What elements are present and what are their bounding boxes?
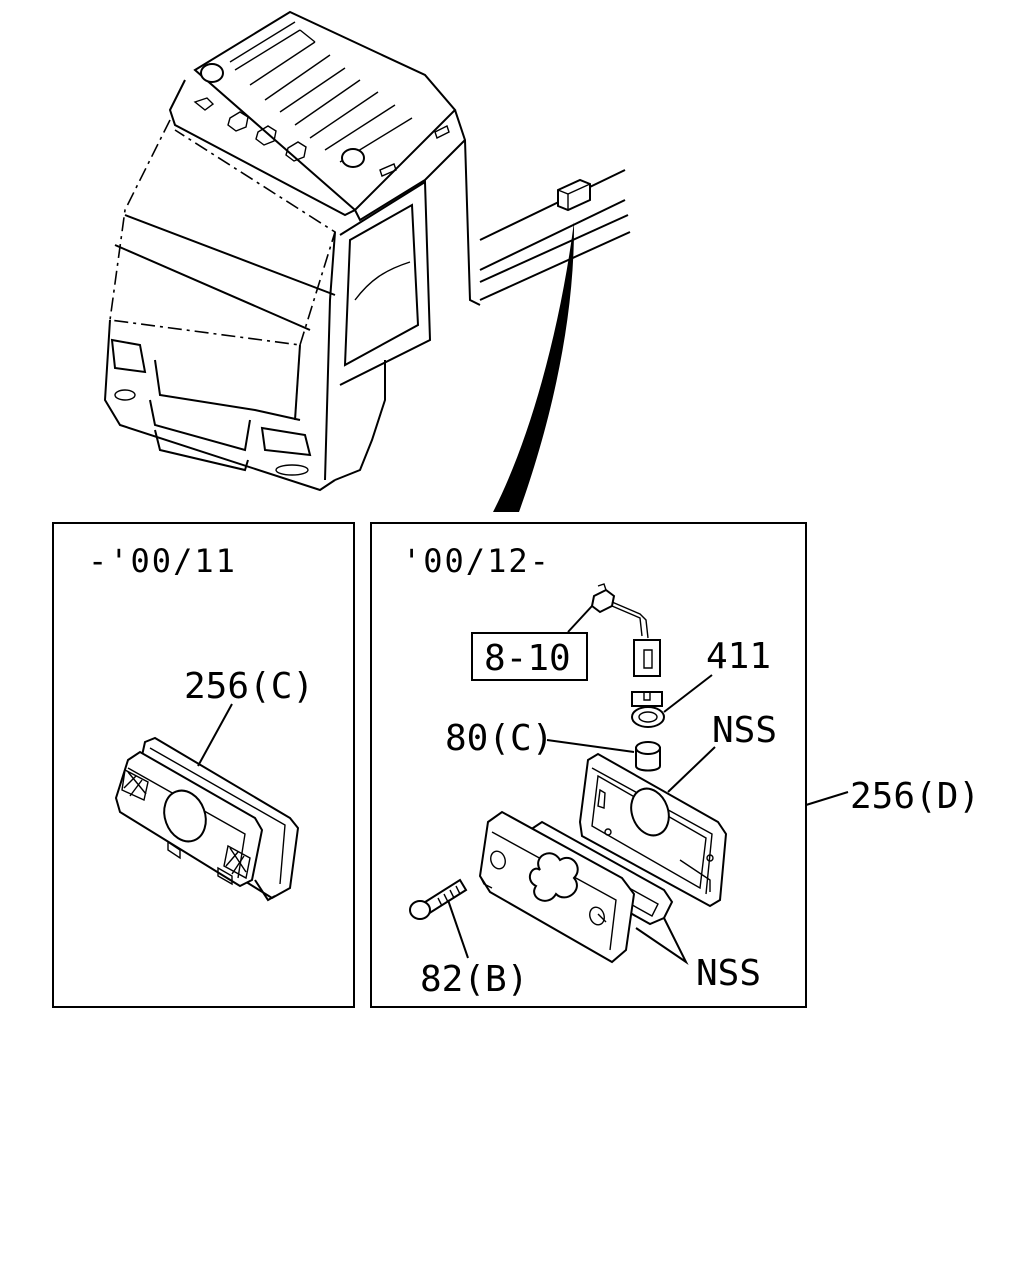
callout-411: 411	[706, 636, 771, 677]
callout-256d: 256(D)	[850, 776, 980, 817]
leader-256d	[805, 791, 849, 806]
callout-82b: 82(B)	[420, 959, 528, 1000]
panel-left-frame	[52, 522, 355, 1008]
truck-cab-illustration	[103, 10, 631, 512]
ref-box-frame	[471, 632, 588, 681]
side-lamp-old-illustration	[114, 736, 300, 902]
base-plate-illustration	[578, 752, 728, 908]
callout-nss-upper: NSS	[712, 710, 777, 751]
socket-80c-illustration	[635, 741, 661, 772]
leader-80c	[546, 739, 635, 753]
callout-nss-lower: NSS	[696, 953, 761, 994]
leader-nss-upper	[667, 746, 716, 793]
wiring-harness-illustration	[590, 583, 661, 677]
callout-256c: 256(C)	[184, 666, 314, 707]
panel-right-date-range: '00/12-	[402, 542, 551, 580]
panel-right-frame	[370, 522, 807, 1008]
leader-ref-box	[567, 605, 593, 633]
leader-82b	[447, 899, 469, 959]
panel-left-date-range: -'00/11	[88, 542, 237, 580]
bulb-clip-illustration	[631, 691, 663, 707]
bulb-411-illustration	[631, 706, 665, 728]
leader-nss-lower	[635, 917, 689, 965]
callout-80c: 80(C)	[445, 718, 553, 759]
leader-411	[663, 674, 713, 713]
screw-82b-illustration	[409, 878, 468, 920]
lens-illustration	[478, 810, 636, 964]
leader-256c	[197, 703, 233, 767]
callout-ref-box: 8-10	[484, 638, 571, 679]
